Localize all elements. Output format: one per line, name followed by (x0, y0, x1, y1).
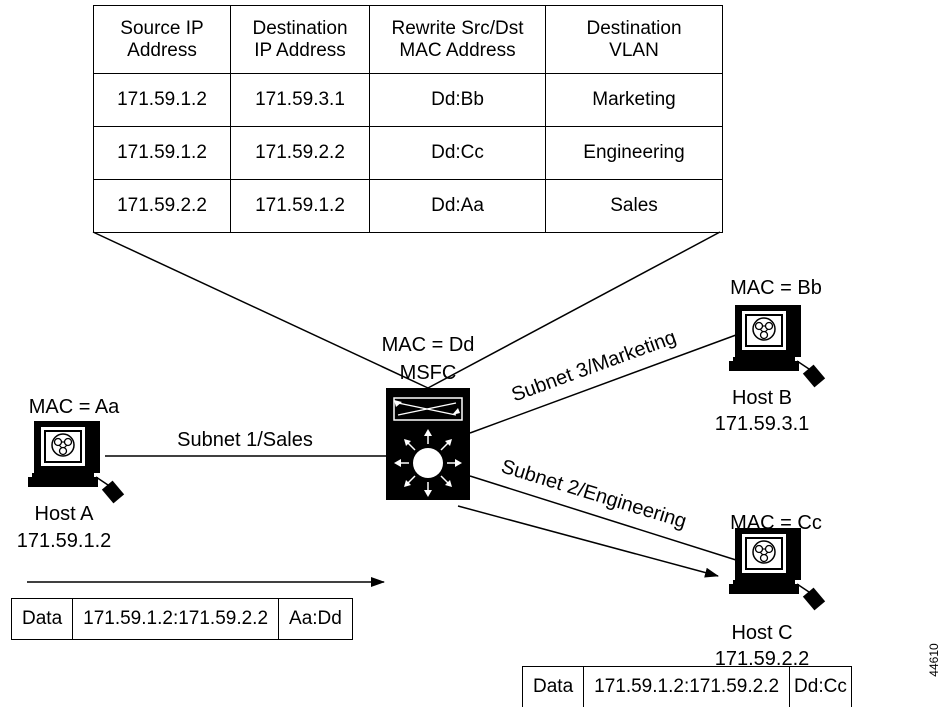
packet-in-macs: Aa:Dd (278, 598, 353, 640)
link-marketing-label: Subnet 3/Marketing (509, 326, 680, 406)
packet-out-ips: 171.59.1.2:171.59.2.2 (583, 666, 791, 707)
packet-in: Data 171.59.1.2:171.59.2.2 Aa:Dd (10, 598, 353, 640)
table-cell: Dd:Aa (369, 179, 546, 233)
table-cell: 171.59.1.2 (230, 179, 370, 233)
host-c-icon (728, 527, 826, 612)
table-row: 171.59.1.2 171.59.2.2 Dd:Cc Engineering (93, 126, 723, 180)
host-c-mac-label: MAC = Cc (730, 512, 822, 534)
host-a-mac-label: MAC = Aa (29, 396, 120, 418)
table-cell: Sales (545, 179, 723, 233)
host-b-mac-label: MAC = Bb (730, 277, 822, 299)
packet-in-data: Data (10, 598, 74, 640)
host-a-icon (27, 420, 125, 505)
packet-out-data: Data (521, 666, 585, 707)
table-cell: 171.59.1.2 (93, 126, 231, 180)
table-row: 171.59.2.2 171.59.1.2 Dd:Aa Sales (93, 179, 723, 233)
table-cell: Dd:Cc (369, 126, 546, 180)
flow-arrow-out (457, 505, 719, 578)
host-c-ip-label: 171.59.2.2 (715, 648, 810, 670)
host-c-name-label: Host C (731, 622, 792, 644)
packet-out-macs: Dd:Cc (789, 666, 852, 707)
figure-id: 44610 (927, 643, 941, 677)
table-cell: Dd:Bb (369, 73, 546, 127)
host-a-name-label: Host A (35, 503, 95, 525)
host-b-icon (728, 304, 826, 389)
link-marketing (469, 334, 737, 434)
table-cell: 171.59.2.2 (93, 179, 231, 233)
router-name-label: MSFC (400, 362, 457, 384)
link-engineering (469, 475, 737, 561)
host-b-ip-label: 171.59.3.1 (715, 413, 810, 435)
table-cell: 171.59.3.1 (230, 73, 370, 127)
link-sales-label: Subnet 1/Sales (177, 429, 313, 451)
packet-in-ips: 171.59.1.2:171.59.2.2 (72, 598, 280, 640)
msfc-switch-icon (386, 388, 470, 500)
host-a-ip-label: 171.59.1.2 (17, 530, 112, 552)
table-cell: Engineering (545, 126, 723, 180)
table-cell: 171.59.1.2 (93, 73, 231, 127)
table-cell: Marketing (545, 73, 723, 127)
router-mac-label: MAC = Dd (382, 334, 475, 356)
host-b-name-label: Host B (732, 387, 792, 409)
table-row: 171.59.1.2 171.59.3.1 Dd:Bb Marketing (93, 73, 723, 127)
table-cell: 171.59.2.2 (230, 126, 370, 180)
packet-out: Data 171.59.1.2:171.59.2.2 Dd:Cc (521, 666, 852, 707)
